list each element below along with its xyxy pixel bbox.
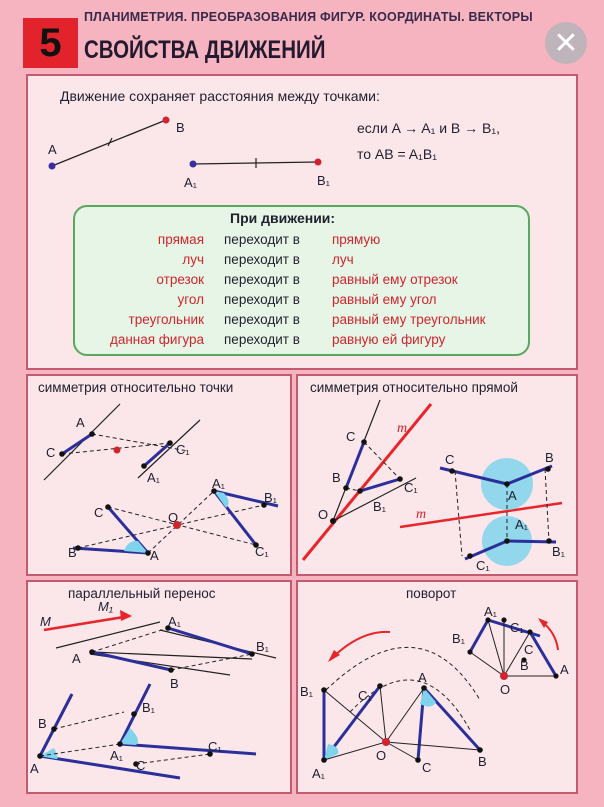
svg-text:B: B bbox=[68, 545, 77, 560]
svg-text:C₁: C₁ bbox=[510, 620, 524, 635]
movement-heading: При движении: bbox=[230, 210, 336, 226]
distance-statement: Движение сохраняет расстояния между точк… bbox=[60, 88, 380, 104]
svg-text:C: C bbox=[445, 452, 454, 467]
translation-title: параллельный перенос bbox=[68, 586, 216, 601]
svg-text:A₁: A₁ bbox=[212, 476, 226, 491]
movement-verb-2: переходит в bbox=[224, 272, 300, 287]
movement-from-2: отрезок bbox=[156, 272, 204, 287]
svg-text:O: O bbox=[500, 682, 510, 697]
rotation-panel bbox=[296, 580, 578, 794]
svg-text:C: C bbox=[422, 760, 431, 775]
point-symmetry-title: симметрия относительно точки bbox=[38, 380, 234, 395]
svg-text:A₁: A₁ bbox=[312, 766, 326, 781]
svg-text:B: B bbox=[38, 716, 47, 731]
svg-text:C₁: C₁ bbox=[176, 442, 190, 457]
movement-verb-5: переходит в bbox=[224, 332, 300, 347]
movement-verb-0: переходит в bbox=[224, 232, 300, 247]
movement-verb-1: переходит в bbox=[224, 252, 300, 267]
svg-text:M₁: M₁ bbox=[98, 599, 113, 614]
svg-text:C₁: C₁ bbox=[476, 558, 490, 573]
svg-text:A₁: A₁ bbox=[147, 470, 161, 485]
svg-text:A: A bbox=[418, 670, 427, 685]
rotation-figure: B₁ A₁ C₁ A B C O A₁ B₁ C₁ C B bbox=[300, 604, 569, 781]
line-symmetry-figure: m C B O B₁ C₁ m bbox=[301, 399, 566, 573]
condition-line-1: если A → A₁ и B → B₁, bbox=[357, 120, 500, 136]
movement-from-0: прямая bbox=[157, 232, 204, 247]
svg-text:B: B bbox=[545, 450, 554, 465]
svg-text:B₁: B₁ bbox=[452, 631, 466, 646]
movement-from-4: треугольник bbox=[128, 312, 204, 327]
svg-text:A: A bbox=[150, 548, 159, 563]
label-b1: B₁ bbox=[317, 173, 331, 188]
condition-line-2: то AB = A₁B₁ bbox=[357, 146, 437, 162]
svg-text:B₁: B₁ bbox=[373, 499, 387, 514]
line-symmetry-title: симметрия относительно прямой bbox=[310, 380, 518, 395]
svg-text:C: C bbox=[94, 505, 103, 520]
movement-to-3: равный ему угол bbox=[332, 292, 437, 307]
card-number-badge: 5 bbox=[23, 18, 78, 68]
svg-text:A₁: A₁ bbox=[484, 604, 498, 619]
rotation-title: поворот bbox=[406, 586, 457, 601]
close-icon: ✕ bbox=[553, 26, 579, 60]
topic-header: ПЛАНИМЕТРИЯ. ПРЕОБРАЗОВАНИЯ ФИГУР. КООРД… bbox=[84, 10, 533, 24]
svg-text:A₁: A₁ bbox=[168, 614, 182, 629]
movement-to-0: прямую bbox=[332, 232, 381, 247]
svg-text:m: m bbox=[397, 421, 407, 436]
movement-from-3: угол bbox=[177, 292, 204, 307]
movement-from-1: луч bbox=[182, 252, 204, 267]
svg-text:B₁: B₁ bbox=[300, 684, 314, 699]
movement-box bbox=[73, 205, 530, 356]
close-button[interactable]: ✕ bbox=[545, 22, 587, 64]
label-a1: A₁ bbox=[184, 175, 198, 190]
svg-text:O: O bbox=[376, 748, 386, 763]
page-title: СВОЙСТВА ДВИЖЕНИЙ bbox=[84, 36, 326, 64]
point-a1 bbox=[189, 160, 197, 168]
svg-text:B₁: B₁ bbox=[142, 700, 156, 715]
svg-text:C: C bbox=[46, 445, 55, 460]
svg-text:B: B bbox=[520, 658, 529, 673]
movement-to-4: равный ему треугольник bbox=[332, 312, 486, 327]
label-a: A bbox=[48, 142, 57, 157]
translation-panel bbox=[26, 580, 292, 794]
movement-to-5: равную ей фигуру bbox=[332, 332, 446, 347]
svg-text:C: C bbox=[346, 429, 355, 444]
movement-to-2: равный ему отрезок bbox=[332, 272, 458, 287]
svg-text:A: A bbox=[72, 651, 81, 666]
svg-text:C₁: C₁ bbox=[255, 544, 269, 559]
svg-text:C₁: C₁ bbox=[404, 480, 418, 495]
svg-text:B: B bbox=[170, 676, 179, 691]
svg-text:C₁: C₁ bbox=[358, 688, 372, 703]
movement-to-1: луч bbox=[332, 252, 354, 267]
svg-text:A₁: A₁ bbox=[515, 517, 529, 532]
svg-text:A₁: A₁ bbox=[110, 748, 124, 763]
label-b: B bbox=[176, 120, 185, 135]
movement-from-5: данная фигура bbox=[109, 332, 204, 347]
svg-text:O: O bbox=[168, 510, 178, 525]
svg-text:A: A bbox=[30, 761, 39, 776]
svg-text:C: C bbox=[136, 758, 145, 773]
svg-text:C₁: C₁ bbox=[208, 739, 222, 754]
svg-text:B₁: B₁ bbox=[552, 544, 566, 559]
translation-figure: M M₁ A₁ B₁ A B bbox=[30, 599, 277, 780]
svg-text:C: C bbox=[524, 642, 533, 657]
svg-text:B: B bbox=[478, 754, 487, 769]
movement-verb-4: переходит в bbox=[224, 312, 300, 327]
svg-text:O: O bbox=[318, 507, 328, 522]
svg-text:B: B bbox=[332, 470, 341, 485]
svg-text:A: A bbox=[76, 415, 85, 430]
svg-text:B₁: B₁ bbox=[256, 639, 270, 654]
svg-text:A: A bbox=[508, 488, 517, 503]
point-symmetry-figure: A C C₁ A₁ C O A₁ B₁ C₁ B A bbox=[43, 403, 279, 563]
svg-text:A: A bbox=[560, 662, 569, 677]
movement-verb-3: переходит в bbox=[224, 292, 300, 307]
svg-text:M: M bbox=[40, 614, 51, 629]
svg-text:B₁: B₁ bbox=[264, 490, 278, 505]
point-a bbox=[48, 162, 56, 170]
point-b bbox=[162, 116, 170, 124]
point-b1 bbox=[314, 158, 322, 166]
svg-text:m: m bbox=[416, 507, 426, 522]
